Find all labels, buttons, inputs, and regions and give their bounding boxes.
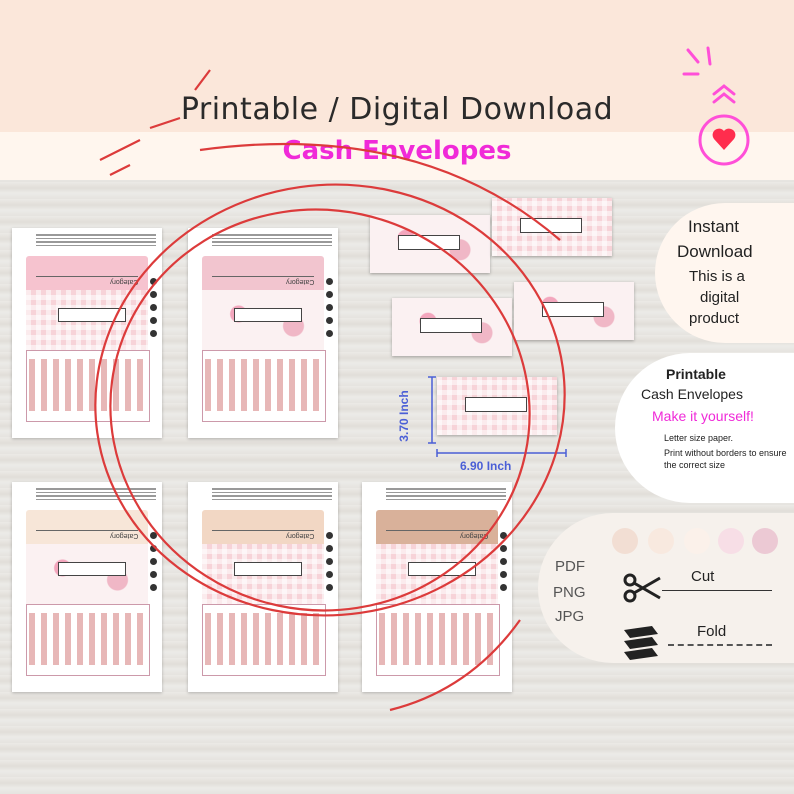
side-icons xyxy=(326,278,334,343)
printable-heading: Printable xyxy=(666,366,726,382)
format-jpg: JPG xyxy=(555,608,585,625)
width-dimension: 6.90 Inch xyxy=(460,459,512,473)
envelope-flap: Category xyxy=(26,256,148,290)
label-box xyxy=(398,235,460,250)
swatch-2 xyxy=(648,528,674,554)
swatch-5 xyxy=(752,528,778,554)
fold-icon xyxy=(624,626,658,660)
side-icons xyxy=(500,532,508,597)
tracking-table xyxy=(376,604,500,676)
label-box xyxy=(58,562,126,576)
digital-line-3: product xyxy=(689,310,740,327)
printable-bullet-2: Print without borders to ensure the corr… xyxy=(664,448,787,470)
envelope-flap: Category xyxy=(26,510,148,544)
fold-line xyxy=(668,644,772,646)
envelope-preview-5 xyxy=(437,377,557,435)
format-png: PNG xyxy=(553,584,586,601)
envelope-flap: Category xyxy=(202,256,324,290)
envelope-template-3: Category xyxy=(12,482,162,692)
format-pdf: PDF xyxy=(555,558,585,575)
envelope-template-5: Category xyxy=(362,482,512,692)
tracking-table xyxy=(202,604,326,676)
envelope-flap: Category xyxy=(376,510,498,544)
envelope-template-1: Category xyxy=(12,228,162,438)
swatch-4 xyxy=(718,528,744,554)
envelope-preview-3 xyxy=(392,298,512,356)
printable-bullet-1: Letter size paper. xyxy=(664,433,734,443)
tracking-table xyxy=(26,604,150,676)
swatch-3 xyxy=(684,528,710,554)
tracking-table xyxy=(26,350,150,422)
cut-label: Cut xyxy=(691,568,715,585)
dimension-lines xyxy=(428,376,567,457)
label-box xyxy=(58,308,126,322)
swatch-1 xyxy=(612,528,638,554)
digital-line-1: This is a xyxy=(689,268,745,285)
printable-tagline: Make it yourself! xyxy=(652,408,754,424)
instant-download-panel xyxy=(655,203,794,343)
page-subtitle: Cash Envelopes xyxy=(282,136,512,166)
page-title: Printable / Digital Download xyxy=(180,92,614,127)
tracking-table xyxy=(202,350,326,422)
label-box xyxy=(465,397,527,412)
side-icons xyxy=(150,532,158,597)
envelope-preview-2 xyxy=(492,198,612,256)
label-box xyxy=(542,302,604,317)
side-icons xyxy=(326,532,334,597)
fold-label: Fold xyxy=(697,623,727,640)
envelope-template-4: Category xyxy=(188,482,338,692)
cut-line xyxy=(662,590,772,591)
envelope-flap: Category xyxy=(202,510,324,544)
scissors-icon xyxy=(623,573,661,603)
envelope-template-2: Category xyxy=(188,228,338,438)
envelope-preview-4 xyxy=(514,282,634,340)
label-box xyxy=(420,318,482,333)
download-label: Download xyxy=(677,242,753,261)
label-box xyxy=(234,308,302,322)
digital-line-2: digital xyxy=(700,289,740,306)
neon-heart-icon xyxy=(682,46,750,166)
printable-info-panel xyxy=(615,353,794,503)
label-box xyxy=(234,562,302,576)
side-icons xyxy=(150,278,158,343)
printable-subheading: Cash Envelopes xyxy=(641,386,743,402)
instant-label: Instant xyxy=(688,217,740,236)
